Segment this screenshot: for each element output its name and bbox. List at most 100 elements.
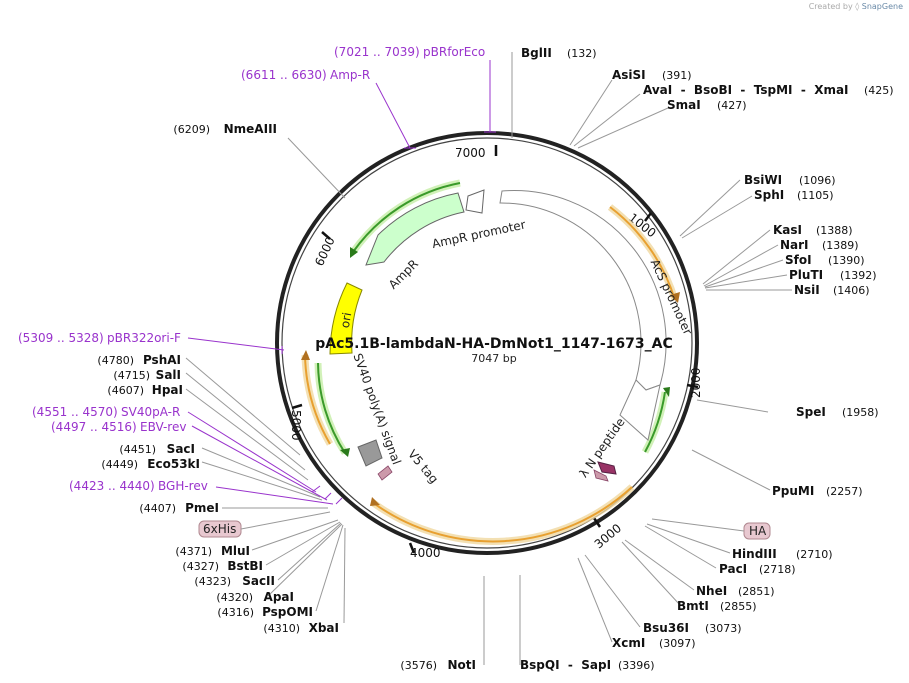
primer-label-pbrforeco: pBRforEco (423, 45, 485, 59)
enzyme-asisi-pos: (391) (662, 69, 692, 82)
enzyme-pluti-pos: (1392) (840, 269, 877, 282)
enzyme-bsu36i-pos: (3073) (705, 622, 742, 635)
enzyme-xbai: XbaI (309, 621, 339, 635)
enzyme-labels-right: BglII (132) AsiSI (391) AvaI - BsoBI - T… (520, 46, 894, 672)
feature-label-ampr: AmpR (386, 257, 421, 292)
enzyme-ppumi: PpuMI (772, 484, 814, 498)
enzyme-bstbi-pos: (4327) (182, 560, 219, 573)
enzyme-ppumi-pos: (2257) (826, 485, 863, 498)
enzyme-bmti: BmtI (677, 599, 709, 613)
enzyme-bstbi: BstBI (227, 559, 263, 573)
primer-range-pbrforeco: (7021 .. 7039) (334, 45, 420, 59)
enzyme-paci: PacI (719, 562, 747, 576)
enzyme-pluti: PluTI (789, 268, 823, 282)
enzyme-ava-group: AvaI - BsoBI - TspMI - XmaI (643, 83, 849, 97)
feature-label-ampr-promoter: AmpR promoter (431, 218, 527, 252)
enzyme-xcmi: XcmI (612, 636, 645, 650)
primer-range-amp-r: (6611 .. 6630) (241, 68, 327, 82)
enzyme-kasi-pos: (1388) (816, 224, 853, 237)
enzyme-pspomi: PspOMI (262, 605, 313, 619)
enzyme-spei: SpeI (796, 405, 826, 419)
enzyme-nhei: NheI (696, 584, 727, 598)
enzyme-smai-pos: (427) (717, 99, 747, 112)
tag-6xhis: 6xHis (198, 511, 331, 538)
leader-lines (185, 52, 792, 665)
enzyme-noti-pos: (3576) (400, 659, 437, 672)
enzyme-hindiii: HindIII (732, 547, 777, 561)
tick-label-2000: 2000 (689, 367, 703, 398)
annotation-arcs (301, 179, 680, 545)
enzyme-nhei-pos: (2851) (738, 585, 775, 598)
feature-sv40-polya-signal[interactable]: SV40 poly(A) signal (350, 352, 404, 467)
enzyme-bsu36i: Bsu36I (643, 621, 689, 635)
tick-label-7000: 7000 (455, 146, 486, 160)
plasmid-name: pAc5.1B-lambdaN-HA-DmNot1_1147-1673_AC (315, 336, 672, 352)
enzyme-noti: NotI (448, 658, 477, 672)
enzyme-pshai-pos: (4780) (97, 354, 134, 367)
snapgene-credit: Created by ◊ SnapGene (809, 2, 903, 11)
enzyme-pshai: PshAI (143, 353, 181, 367)
enzyme-ava-group-pos: (425) (864, 84, 894, 97)
tick-label-4000: 4000 (410, 546, 441, 560)
enzyme-mlui-pos: (4371) (175, 545, 212, 558)
enzyme-bspqi-sapi: BspQI - SapI (520, 658, 611, 672)
credit-prefix: Created by (808, 2, 853, 11)
enzyme-bsiwi: BsiWI (744, 173, 782, 187)
primer-range-bgh-rev: (4423 .. 4440) (69, 479, 155, 493)
enzyme-eco53ki: Eco53kI (147, 457, 200, 471)
enzyme-xcmi-pos: (3097) (659, 637, 696, 650)
enzyme-sali-pos: (4715) (113, 369, 150, 382)
enzyme-bsiwi-pos: (1096) (799, 174, 836, 187)
enzyme-bspqi-sapi-pos: (3396) (618, 659, 655, 672)
enzyme-hpai: HpaI (152, 383, 183, 397)
tick-label-3000: 3000 (592, 521, 624, 551)
feature-label-ori: ori (338, 311, 354, 329)
feature-label-v5-tag: V5 tag (405, 447, 441, 486)
enzyme-sacii: SacII (242, 574, 275, 588)
enzyme-sfoi: SfoI (785, 253, 812, 267)
primer-label-sv40pa-r: SV40pA-R (121, 405, 180, 419)
tick-label-6000: 6000 (312, 235, 338, 269)
primer-label-pbr322ori-f: pBR322ori-F (107, 331, 181, 345)
enzyme-saci: SacI (167, 442, 195, 456)
enzyme-sacii-pos: (4323) (194, 575, 231, 588)
primer-label-bgh-rev: BGH-rev (158, 479, 208, 493)
enzyme-pspomi-pos: (4316) (217, 606, 254, 619)
enzyme-nsii: NsiI (794, 283, 820, 297)
plasmid-length: 7047 bp (471, 352, 516, 365)
enzyme-sphi-pos: (1105) (797, 189, 834, 202)
enzyme-pmei: PmeI (185, 501, 219, 515)
enzyme-sali: SalI (156, 368, 181, 382)
enzyme-nmeaiii: NmeAIII (224, 122, 277, 136)
feature-lambda-n-peptide[interactable]: λ N peptide (576, 415, 628, 482)
enzyme-sphi: SphI (754, 188, 784, 202)
plasmid-backbone (275, 131, 699, 555)
credit-brand: SnapGene (861, 2, 903, 11)
tick-label-5000: 5000 (289, 410, 303, 441)
primer-range-sv40pa-r: (4551 .. 4570) (32, 405, 118, 419)
enzyme-saci-pos: (4451) (119, 443, 156, 456)
enzyme-pmei-pos: (4407) (139, 502, 176, 515)
enzyme-asisi: AsiSI (612, 68, 646, 82)
enzyme-bglii-pos: (132) (567, 47, 597, 60)
tag-label-6xhis: 6xHis (203, 522, 236, 536)
enzyme-bglii: BglII (521, 46, 552, 60)
enzyme-spei-pos: (1958) (842, 406, 879, 419)
enzyme-hpai-pos: (4607) (107, 384, 144, 397)
enzyme-kasi: KasI (773, 223, 802, 237)
enzyme-nari: NarI (780, 238, 809, 252)
feature-ori[interactable]: ori (329, 282, 363, 355)
enzyme-bmti-pos: (2855) (720, 600, 757, 613)
primer-label-amp-r: Amp-R (330, 68, 370, 82)
enzyme-eco53ki-pos: (4449) (101, 458, 138, 471)
enzyme-labels-left: (6209) NmeAIII (4780) PshAI (4715) SalI … (97, 122, 476, 672)
enzyme-hindiii-pos: (2710) (796, 548, 833, 561)
snapgene-logo-icon: ◊ (855, 2, 860, 11)
enzyme-nari-pos: (1389) (822, 239, 859, 252)
enzyme-mlui: MluI (221, 544, 250, 558)
enzyme-nmeaiii-pos: (6209) (173, 123, 210, 136)
enzyme-paci-pos: (2718) (759, 563, 796, 576)
enzyme-apai: ApaI (264, 590, 294, 604)
enzyme-smai: SmaI (667, 98, 701, 112)
